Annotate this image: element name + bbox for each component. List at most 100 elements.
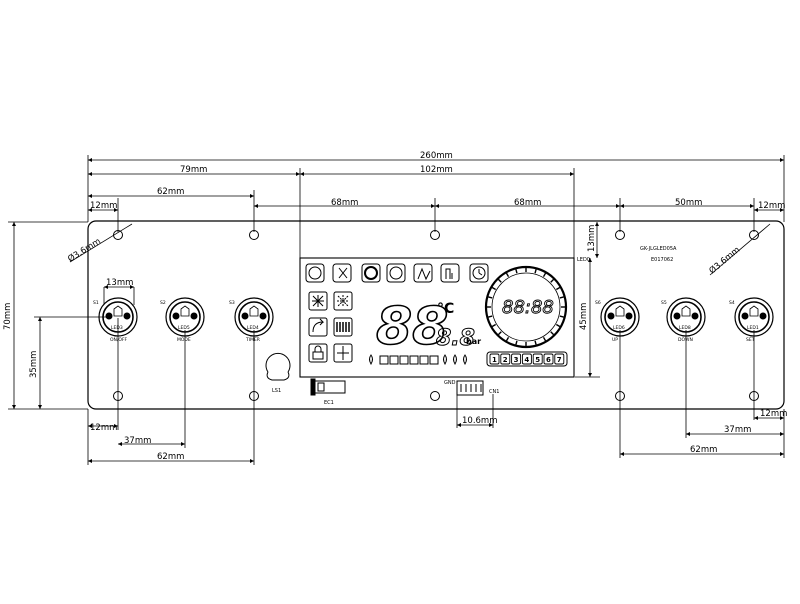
led-pad-icon (625, 312, 633, 320)
encoder-label: EC1 (324, 400, 334, 406)
clock-glyph-icon (472, 266, 486, 280)
button-ref: S5 (661, 300, 667, 306)
dim-13-lcd: 13mm (587, 225, 597, 252)
gnd-label: GND (444, 380, 456, 386)
button-ref: S1 (93, 300, 99, 306)
day-number: 3 (514, 356, 519, 364)
dim-10-6: 10.6mm (462, 416, 498, 426)
day-box (543, 353, 554, 365)
return-arrow-icon (308, 317, 328, 337)
lcd-flame-bar (369, 354, 467, 365)
led-pad-icon (241, 312, 249, 320)
button-inner-ring (738, 301, 770, 333)
clock-tick (534, 269, 537, 274)
lcd-icon-row-1 (305, 263, 489, 283)
clock-tick (559, 315, 564, 318)
lcd-icon-column (308, 291, 353, 363)
clock-tick (515, 269, 518, 274)
dim-68-left: 68mm (331, 198, 358, 208)
clock-tick (559, 296, 564, 299)
clock-tick (491, 323, 497, 328)
led-pad-icon (190, 312, 198, 320)
button-inner-ring (670, 301, 702, 333)
lcd-clock-digits: 88:88 (502, 297, 554, 318)
clock-tick (505, 272, 510, 278)
dim-13-btn: 13mm (106, 278, 133, 288)
button-led-ref: LED4 (247, 325, 259, 331)
pump-icon (361, 263, 381, 283)
tap-icon (332, 263, 352, 283)
day-number: 2 (503, 356, 508, 364)
fan-glyph-icon (308, 266, 322, 280)
flame-icon (453, 354, 457, 365)
button-outer-ring (600, 297, 640, 337)
button-led-ref: LED3 (111, 325, 123, 331)
switch-symbol-icon (113, 305, 123, 317)
button-ref: S6 (595, 300, 601, 306)
lcd-temp-unit: °C (437, 301, 454, 317)
led-pad-icon (105, 312, 113, 320)
board-outline (87, 220, 785, 410)
flame-icon (443, 354, 447, 365)
connector-label: CN1 (489, 389, 499, 395)
clock-tick (550, 278, 555, 283)
day-number: 4 (524, 356, 529, 364)
dim-12-tr: 12mm (758, 201, 785, 211)
fan-icon (386, 263, 406, 283)
day-box (511, 353, 522, 365)
pump-glyph-icon (364, 266, 378, 280)
button-outer-ring (734, 297, 774, 337)
anti-freeze-icon (333, 343, 353, 363)
button-inner-ring (238, 301, 270, 333)
buzzer (265, 352, 291, 381)
switch-symbol-icon (749, 305, 759, 317)
frost-icon (333, 291, 353, 311)
dim-68-right: 68mm (514, 198, 541, 208)
switch-symbol-icon (180, 305, 190, 317)
clock-tick (515, 340, 518, 345)
led-pad-icon (123, 312, 131, 320)
dim-dia-left: Ø3.6mm (66, 236, 103, 265)
button-ref: S4 (729, 300, 735, 306)
valve-glyph-icon (417, 267, 431, 281)
button-outer-ring (98, 297, 138, 337)
therm-glyph-icon (445, 268, 453, 279)
connector (456, 380, 484, 396)
mount-hole (430, 391, 440, 401)
day-box (532, 353, 543, 365)
clock-hands-icon (478, 269, 483, 276)
lcd-big-digits: 88 (376, 297, 448, 357)
flame-icon (369, 354, 373, 365)
switch-symbol-icon (681, 305, 691, 317)
buzzer-label: LS1 (272, 388, 281, 394)
dim-260: 260mm (420, 151, 453, 161)
thermometer-icon (440, 263, 460, 283)
dim-102: 102mm (420, 165, 453, 175)
led-pad-icon (759, 312, 767, 320)
clock-tick (542, 336, 547, 342)
button-outer-ring (234, 297, 274, 337)
button-label: DOWN (678, 337, 693, 343)
lcd-pressure-unit: bar (466, 337, 481, 346)
button-inner-ring (102, 301, 134, 333)
board-date: E017062 (651, 257, 673, 263)
button-label: ON/OFF (110, 337, 128, 343)
led-pad-icon (259, 312, 267, 320)
led-pad-icon (172, 312, 180, 320)
button-ref: S2 (160, 300, 166, 306)
clock-icon (469, 263, 489, 283)
button-label: MODE (177, 337, 191, 343)
snowflake-icon (308, 291, 328, 311)
clock-tick (505, 336, 510, 342)
day-box (500, 353, 511, 365)
button-label: UP (612, 337, 618, 343)
dim-45: 45mm (579, 303, 589, 330)
day-indicator-frame (486, 351, 568, 367)
